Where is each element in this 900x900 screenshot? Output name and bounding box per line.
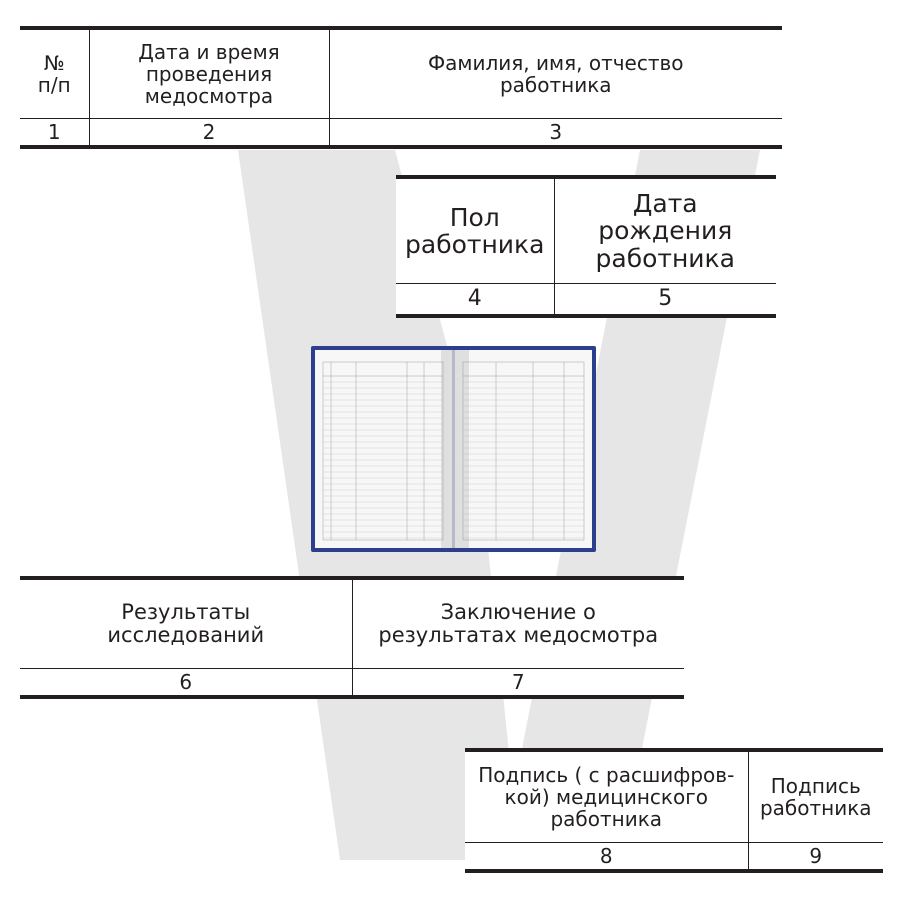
column-number: 4: [396, 283, 555, 318]
table-signatures: Подпись ( с расшифров-кой) медицинского …: [465, 748, 883, 873]
table-gender-birthdate: Пол работника Дата рождения работника 4 …: [396, 175, 776, 318]
journal-illustration: [311, 346, 596, 552]
column-number: 2: [88, 118, 330, 149]
table-top: № п/п Дата и время проведения медосмотра…: [20, 26, 782, 149]
column-number: 8: [465, 842, 749, 873]
column-number: 1: [20, 118, 90, 149]
column-number: 9: [747, 842, 883, 873]
table-results: Результаты исследований Заключение о рез…: [20, 576, 684, 699]
header-birth-date: Дата рождения работника: [553, 175, 776, 284]
header-gender: Пол работника: [396, 175, 555, 284]
column-number: 3: [328, 118, 782, 149]
header-full-name: Фамилия, имя, отчество работника: [328, 26, 782, 119]
column-number: 5: [553, 283, 776, 318]
header-conclusion: Заключение о результатах медосмотра: [351, 576, 684, 669]
header-date-time: Дата и время проведения медосмотра: [88, 26, 330, 119]
column-number: 6: [20, 668, 353, 699]
header-research-results: Результаты исследований: [20, 576, 353, 669]
column-number: 7: [351, 668, 684, 699]
header-number: № п/п: [20, 26, 90, 119]
header-medic-signature: Подпись ( с расшифров-кой) медицинского …: [465, 748, 749, 843]
header-worker-signature: Подпись работника: [747, 748, 883, 843]
